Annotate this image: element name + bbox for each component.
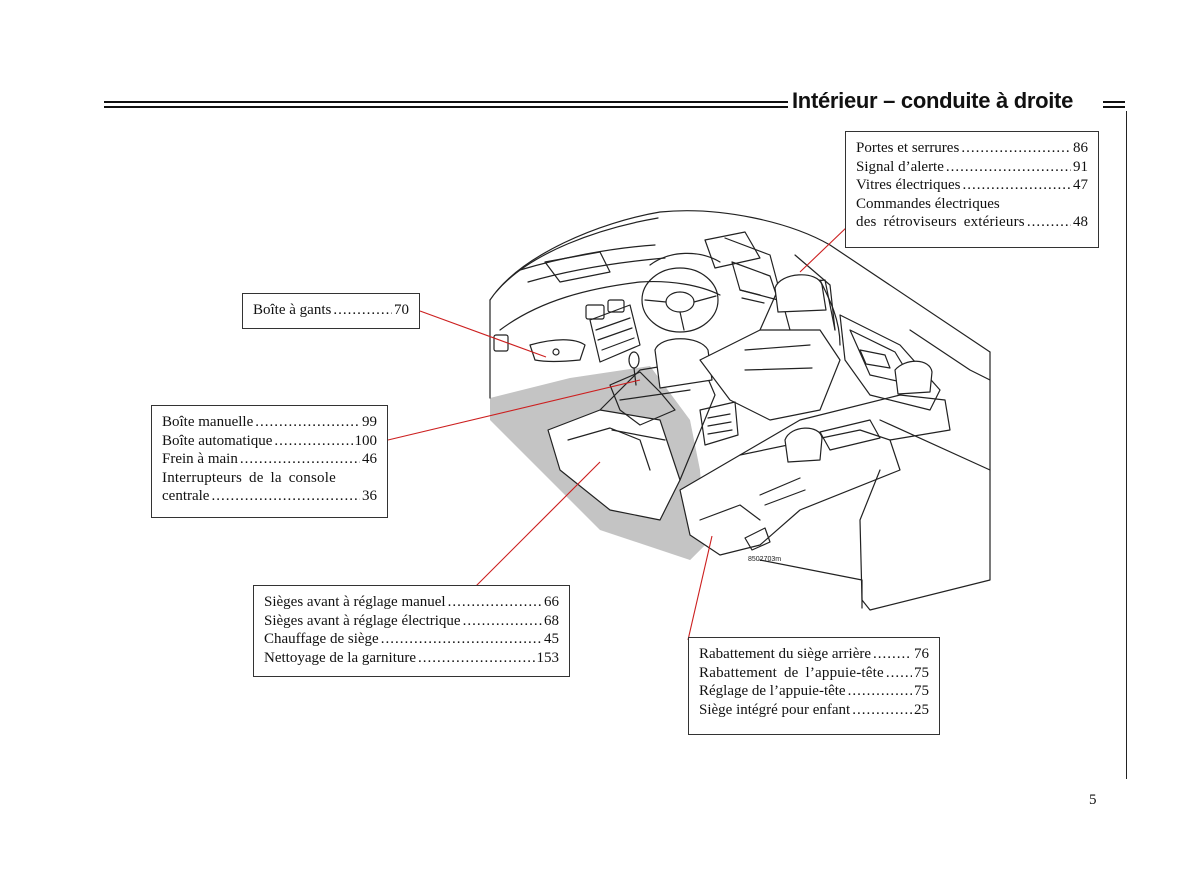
callout-rear-seats: Rabattement du siège arrière 76 Rabattem… [688,637,940,735]
toc-entry-page: 70 [394,302,409,318]
toc-entry[interactable]: Boîte à gants 70 [253,301,409,320]
header-rule-bottom [104,106,788,108]
toc-entry-page: 99 [362,414,377,430]
toc-entry-label: Boîte à gants [253,302,332,318]
toc-entry[interactable]: Rabattement de l’appuie-tête 75 [699,664,929,683]
toc-entry-page: 75 [914,683,929,699]
toc-entry-label: Boîte manuelle [162,414,254,430]
toc-entry-label: Rabattement de l’appuie-tête [699,664,884,681]
toc-entry[interactable]: Siège intégré pour enfant 25 [699,701,929,720]
toc-entry[interactable]: Frein à main 46 [162,450,377,469]
toc-entry-page: 25 [914,701,929,718]
callout-console: Boîte manuelle 99 Boîte automatique 100 … [151,405,388,518]
toc-entry-label: Vitres électriques [856,177,961,193]
toc-entry[interactable]: Portes et serrures 86 [856,139,1088,158]
toc-entry-page: 100 [354,432,378,449]
toc-entry[interactable]: Réglage de l’appuie-tête 75 [699,682,929,701]
toc-entry-page: 91 [1073,158,1088,175]
toc-entry-label: Boîte automatique [162,432,273,449]
toc-entry-label: Portes et serrures [856,140,960,156]
toc-entry-label: Rabattement du siège arrière [699,646,872,662]
toc-entry[interactable]: Commandes électriques [856,195,1088,214]
header-rule-right-top [1103,101,1125,103]
toc-entry[interactable]: Interrupteurs de la console [162,469,377,488]
header-rule-top [104,101,788,103]
toc-entry-label: Signal d’alerte [856,158,944,175]
toc-entry-label: Siège intégré pour enfant [699,701,851,718]
toc-entry-page: 46 [362,451,377,467]
toc-entry-page: 66 [544,594,559,610]
toc-entry[interactable]: Boîte manuelle 99 [162,413,377,432]
toc-entry[interactable]: Vitres électriques 47 [856,176,1088,195]
toc-entry[interactable]: des rétroviseurs extérieurs 48 [856,213,1088,232]
toc-entry[interactable]: Chauffage de siège 45 [264,630,559,649]
toc-entry[interactable]: Nettoyage de la garniture 153 [264,649,559,668]
toc-entry-page: 48 [1073,214,1088,230]
toc-entry-page: 76 [914,646,929,662]
toc-entry-page: 36 [362,488,377,504]
toc-entry[interactable]: centrale 36 [162,487,377,506]
callout-glovebox: Boîte à gants 70 [242,293,420,329]
toc-entry[interactable]: Sièges avant à réglage manuel 66 [264,593,559,612]
header-rule-right-bottom [1103,106,1125,108]
toc-entry-page: 153 [536,649,560,666]
toc-entry-page: 68 [544,612,559,629]
toc-entry[interactable]: Rabattement du siège arrière 76 [699,645,929,664]
toc-entry-label: des rétroviseurs extérieurs [856,214,1025,230]
side-margin-rule [1126,111,1127,779]
toc-entry-page: 75 [914,664,929,681]
toc-entry-label: Réglage de l’appuie-tête [699,683,846,699]
toc-entry-page: 47 [1073,177,1088,193]
toc-entry[interactable]: Boîte automatique 100 [162,432,377,451]
toc-entry-label: Interrupteurs de la console [162,469,336,486]
toc-entry-label: Sièges avant à réglage manuel [264,594,446,610]
toc-entry-label: Sièges avant à réglage électrique [264,612,461,629]
toc-entry-label: Frein à main [162,451,238,467]
toc-entry-page: 45 [544,631,559,647]
callout-front-seats: Sièges avant à réglage manuel 66 Sièges … [253,585,570,677]
toc-entry[interactable]: Signal d’alerte 91 [856,158,1088,177]
callout-doors: Portes et serrures 86 Signal d’alerte 91… [845,131,1099,248]
illustration-code: 8502703m [748,556,782,563]
toc-entry-label: Chauffage de siège [264,631,379,647]
toc-entry-label: Nettoyage de la garniture [264,649,417,666]
page-number: 5 [1089,792,1097,808]
toc-entry-label: centrale [162,488,210,504]
page-title: Intérieur – conduite à droite [792,88,1074,113]
toc-entry-label: Commandes électriques [856,195,1000,212]
toc-entry[interactable]: Sièges avant à réglage électrique 68 [264,612,559,631]
toc-entry-page: 86 [1073,140,1088,156]
